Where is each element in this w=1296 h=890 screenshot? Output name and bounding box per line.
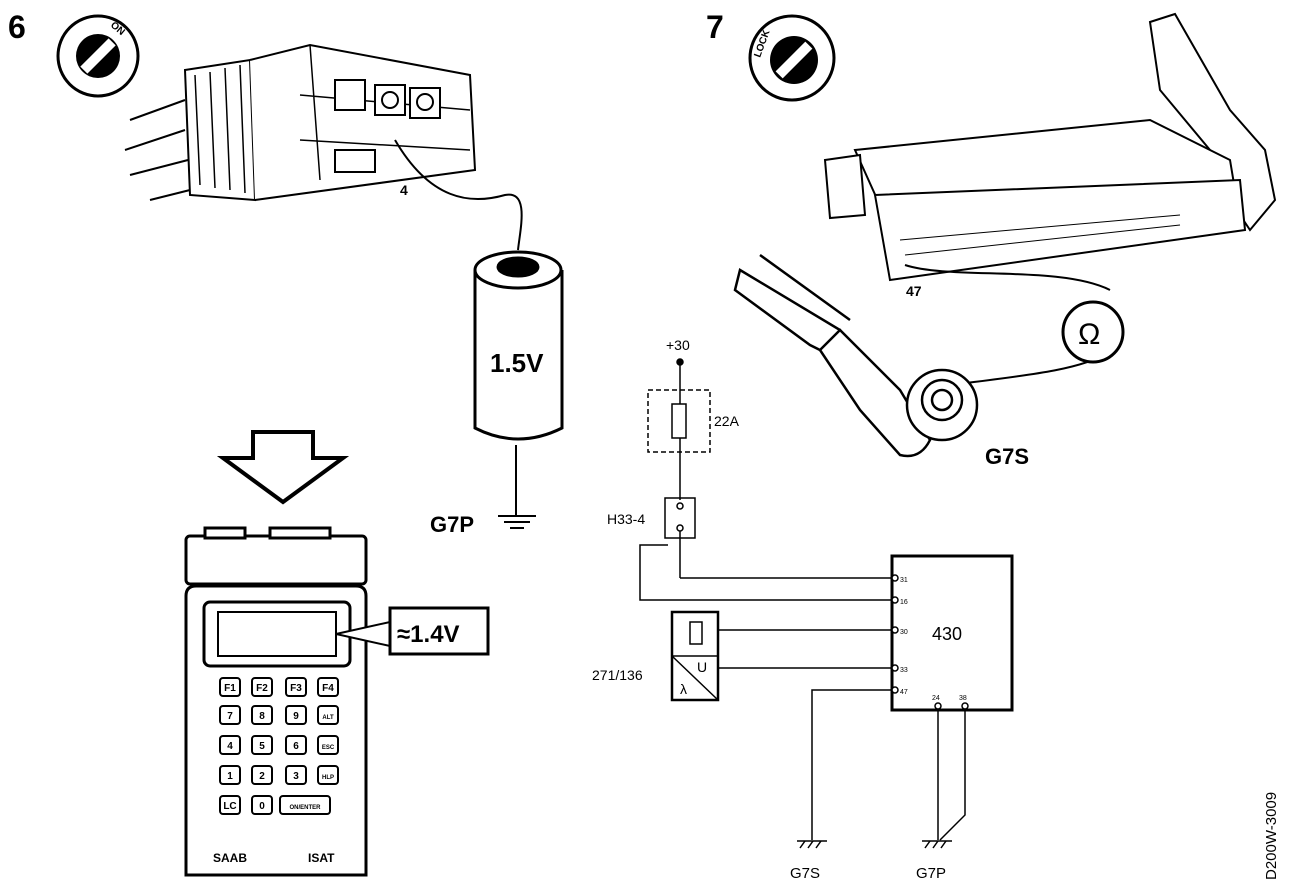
tester-key-label: 3 [293,771,299,782]
tester-brand-label: SAAB [213,851,247,865]
document-code: D200W-3009 [1263,792,1280,880]
ecu-pin-33: 33 [900,667,908,674]
tester-key-label: 8 [259,711,265,722]
connector-pin-47-label: 47 [906,283,922,299]
tester-key [251,795,273,815]
tester-key-label: 5 [259,741,265,752]
ecu-pin-30: 30 [900,629,908,636]
ground-symbol-g7p [498,445,536,529]
tester-key [219,735,241,755]
ground-g7p-bottom-label: G7P [916,865,946,882]
tester-reading-value: ≈1.4V [397,621,460,648]
tester-key [285,765,307,785]
tester-key [285,735,307,755]
tester-key [219,765,241,785]
ecu-pin-38: 38 [959,695,967,702]
tester-key [219,677,241,697]
ohmmeter-symbol: Ω [1078,318,1100,351]
tester-key-label: F4 [322,683,334,694]
tester-key-label: F1 [224,683,236,694]
tester-key [219,795,241,815]
step-number-7: 7 [706,9,724,45]
tester-key-label: 2 [259,771,265,782]
ecu-430-label: 430 [932,624,962,644]
tester-key-label: ON/ENTER [289,805,321,811]
tester-key [317,705,339,725]
tester-key-label: 4 [227,741,233,752]
ecu-pin-47: 47 [900,689,908,696]
tester-key-label: 0 [259,801,265,812]
ignition-on-icon: ON [56,14,140,98]
ohmmeter-icon: Ω [1061,300,1125,364]
tester-key-label: 6 [293,741,299,752]
tester-key [317,735,339,755]
connector-h33-label: H33-4 [607,511,645,527]
isat-tester-device [184,526,368,877]
tester-key [285,677,307,697]
ground-g7s-label: G7S [985,444,1029,469]
wiring-schematic [639,358,1014,849]
step-number-6: 6 [8,9,26,45]
ground-cable-g7s [733,253,979,458]
tester-key-label: F2 [256,683,268,694]
tester-key-label: 1 [227,771,233,782]
sensor-lambda-label: λ [680,681,687,697]
ground-g7p-label: G7P [430,512,474,537]
tester-key [219,705,241,725]
ground-g7s-bottom-label: G7S [790,865,820,882]
ecu-pin-16: 16 [900,599,908,606]
tester-key [251,735,273,755]
tester-key [251,677,273,697]
tester-key-label: ESC [322,745,335,751]
battery-voltage-label: 1.5V [490,348,544,378]
tester-key-label: HLP [322,775,334,781]
tester-key [251,705,273,725]
tester-reading-callout [335,606,490,656]
ecu-connector-right [823,12,1277,282]
tester-key-label: ALT [322,715,334,721]
tester-key [279,795,331,815]
tester-key [285,705,307,725]
tester-key-label: F3 [290,683,302,694]
connector-pin-4-label: 4 [400,182,408,198]
tester-key [317,677,339,697]
supply-plus30-label: +30 [666,337,690,353]
battery-icon [473,250,564,441]
ecu-pin-31: 31 [900,577,908,584]
ecu-pin-24: 24 [932,695,940,702]
ignition-lock-icon: LOCK [748,14,836,102]
probe-wire-left [394,139,523,251]
sensor-271-label: 271/136 [592,667,643,683]
tester-key-label: 9 [293,711,299,722]
down-arrow-icon [216,430,350,505]
ecu-connector-left [124,43,477,202]
tester-key [251,765,273,785]
ecu-pin-markers [891,574,969,710]
sensor-u-label: U [697,659,707,675]
tester-key-label: 7 [227,711,233,722]
fuse-22a-label: 22A [714,413,740,429]
tester-model-label: ISAT [308,851,335,865]
tester-key-label: LC [223,801,236,812]
tester-keypad: F1 F2 F3 F4 7 8 9 ALT 4 5 6 ESC 1 2 3 HLP LC 0 ON/ENTER [219,677,339,815]
tester-key [317,765,339,785]
